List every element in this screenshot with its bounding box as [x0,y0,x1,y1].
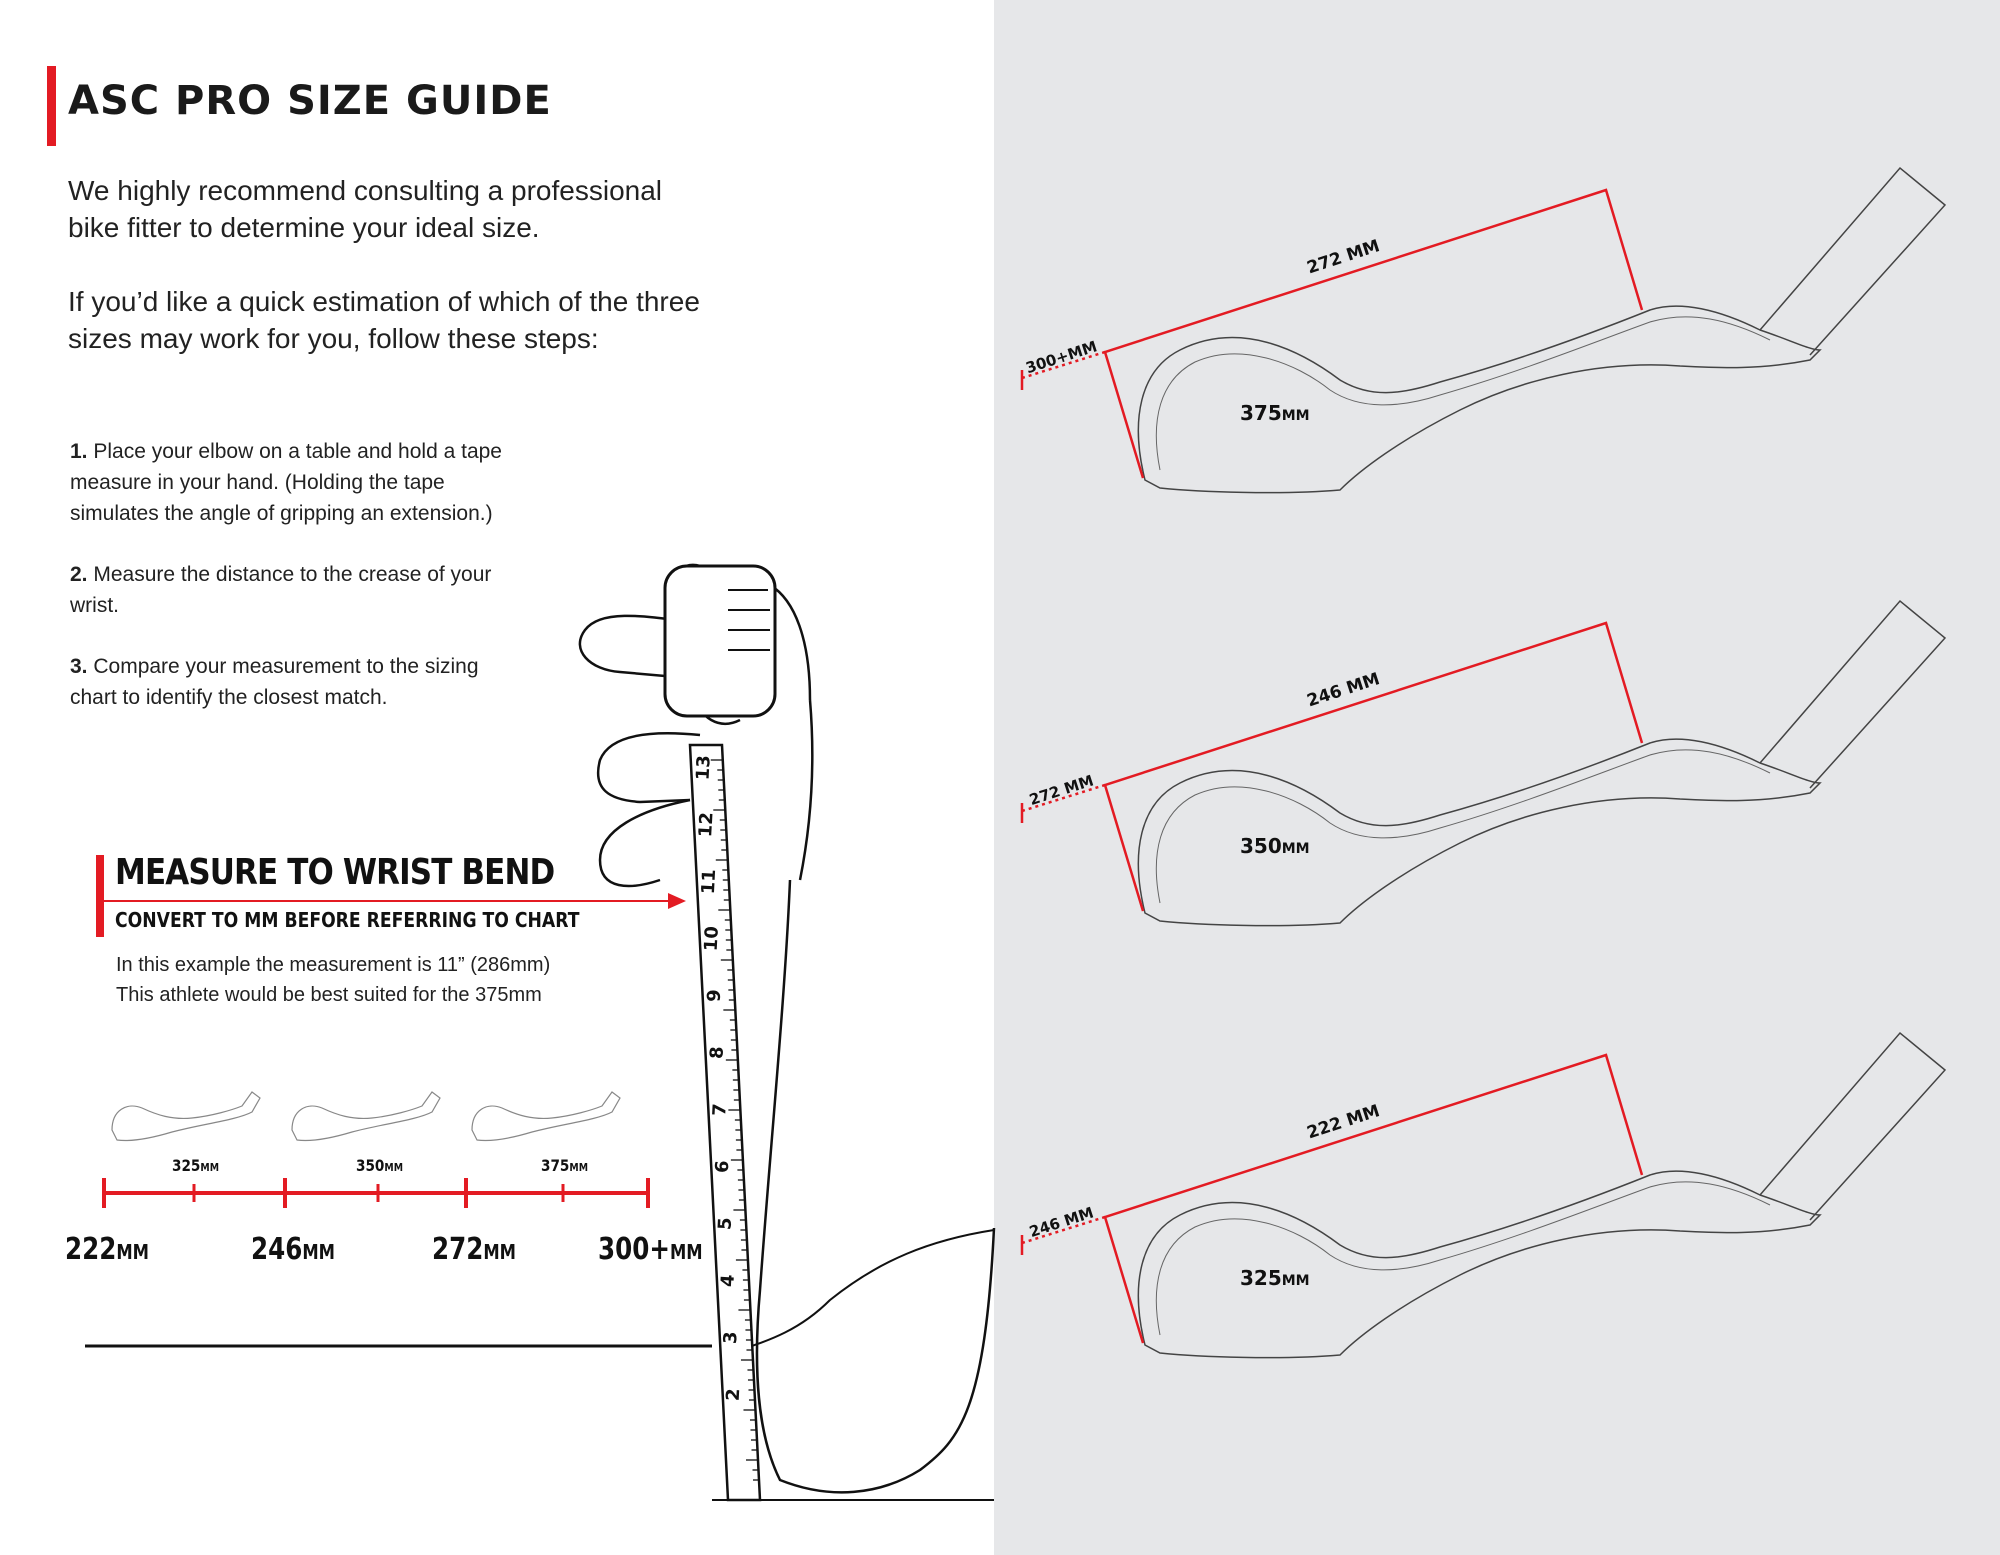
bicep-outline [739,1229,995,1351]
scale-threshold-label: 246MM [251,1232,335,1267]
tape-number: 11 [698,869,720,895]
page-title: ASC PRO SIZE GUIDE [68,78,552,124]
tape-number: 9 [704,989,726,1003]
aerobar-outline [1137,1170,1822,1359]
callout-arrow-head [668,893,686,909]
tape-measure-case [663,564,777,718]
example-line: This athlete would be best suited for th… [116,984,542,1006]
diagram-group: 272 MM 300+MM 375MM 246 MM 272 MM 350MM 222 MM… [1020,166,1947,1359]
scale-size-label: 350MM [356,1156,404,1175]
mini-aerobar-shape [291,1091,441,1142]
tape-number: 4 [717,1274,739,1288]
tape-numbers: 2 3 4 5 6 7 8 9 10 11 12 13 [692,755,744,1402]
aerobar-inner-line [1155,749,1771,904]
mini-aerobar-shape [111,1091,261,1142]
step-text: Compare your measurement to the sizing c… [70,655,479,709]
measure-line [1103,1053,1644,1344]
tape-number: 8 [706,1046,728,1060]
step-item: 1. Place your elbow on a table and hold … [70,436,510,529]
scale-size-label: 375MM [541,1156,589,1175]
example-line: In this example the measurement is 11” (… [116,954,551,976]
aerobar-extension-tube [1759,1031,1947,1221]
mini-aerobar-icon [111,1091,261,1142]
measure-dashed-line [1021,783,1106,813]
arm-illustration: 2 3 4 5 6 7 8 9 10 11 12 13 [85,563,996,1502]
title-accent-bar [47,66,56,146]
tape-number: 5 [715,1217,737,1231]
callout-title: MEASURE TO WRIST BEND [115,852,555,893]
top-measurement-label: 246 MM [1305,669,1383,711]
top-measurement-label: 222 MM [1305,1101,1383,1143]
mini-aerobar-icon [291,1091,441,1142]
tape-blade [688,743,762,1502]
step-item: 3. Compare your measurement to the sizin… [70,651,510,713]
left-measurement-label: 272 MM [1027,771,1096,809]
left-measurement-label: 246 MM [1027,1203,1096,1241]
aerobar-inner-line [1155,1181,1771,1336]
measure-line [1103,621,1644,912]
callout-accent-bar [96,855,104,937]
scale-threshold-label: 300+MM [598,1232,703,1267]
measure-line [1103,188,1644,479]
right-panel [994,0,2000,1555]
intro-paragraph: If you’d like a quick estimation of whic… [68,286,700,354]
step-number: 2. [70,563,88,586]
measure-dashed-line [1021,1215,1106,1245]
aerobar-extension-tube [1759,166,1947,356]
aerobar-diagram: 222 MM 246 MM 325MM [1020,1031,1947,1359]
tape-number: 3 [720,1331,742,1345]
tape-number: 13 [692,755,714,781]
mini-aerobar-icon [471,1091,621,1142]
mini-aerobars [111,1091,621,1142]
tape-number: 10 [701,926,723,952]
left-measurement-label: 300+MM [1024,337,1100,377]
wrist-outline [798,699,814,881]
aerobar-outline [1137,305,1822,494]
scale-threshold-label: 272MM [432,1232,516,1267]
intro-paragraph: We highly recommend consulting a profess… [68,175,663,243]
step-number: 1. [70,440,88,463]
aerobar-diagram: 246 MM 272 MM 350MM [1020,599,1947,927]
scale-threshold-label: 222MM [65,1232,149,1267]
tape-number: 2 [723,1388,745,1402]
aerobar-outline [1137,738,1822,927]
finger-outline [596,732,701,804]
top-measurement-label: 272 MM [1305,236,1383,278]
diagram-size-label: 375MM [1240,401,1310,425]
diagram-size-label: 325MM [1240,1266,1310,1290]
step-number: 3. [70,655,88,678]
thumb-outline [578,614,691,678]
mini-aerobar-shape [471,1091,621,1142]
aerobar-extension-tube [1759,599,1947,789]
tape-number: 7 [709,1103,731,1117]
step-item: 2. Measure the distance to the crease of… [70,559,510,621]
example-text: In this example the measurement is 11” (… [116,950,550,1010]
finger-outline [598,798,691,888]
steps-list: 1. Place your elbow on a table and hold … [70,436,510,743]
size-scale [102,1091,650,1208]
tape-number: 6 [712,1160,734,1174]
aerobar-diagram: 272 MM 300+MM 375MM [1020,166,1947,494]
step-text: Place your elbow on a table and hold a t… [70,440,502,525]
intro-text: We highly recommend consulting a profess… [68,172,708,394]
scale-size-label: 325MM [172,1156,220,1175]
measure-dashed-line [1021,350,1106,380]
callout-subtitle: CONVERT TO MM BEFORE REFERRING TO CHART [115,908,580,932]
forearm-outline [755,879,996,1494]
diagram-size-label: 350MM [1240,834,1310,858]
tape-ticks [710,759,759,1481]
step-text: Measure the distance to the crease of yo… [70,563,492,617]
tape-number: 12 [695,812,717,838]
left-panel [0,0,994,1555]
aerobar-inner-line [1155,316,1771,471]
